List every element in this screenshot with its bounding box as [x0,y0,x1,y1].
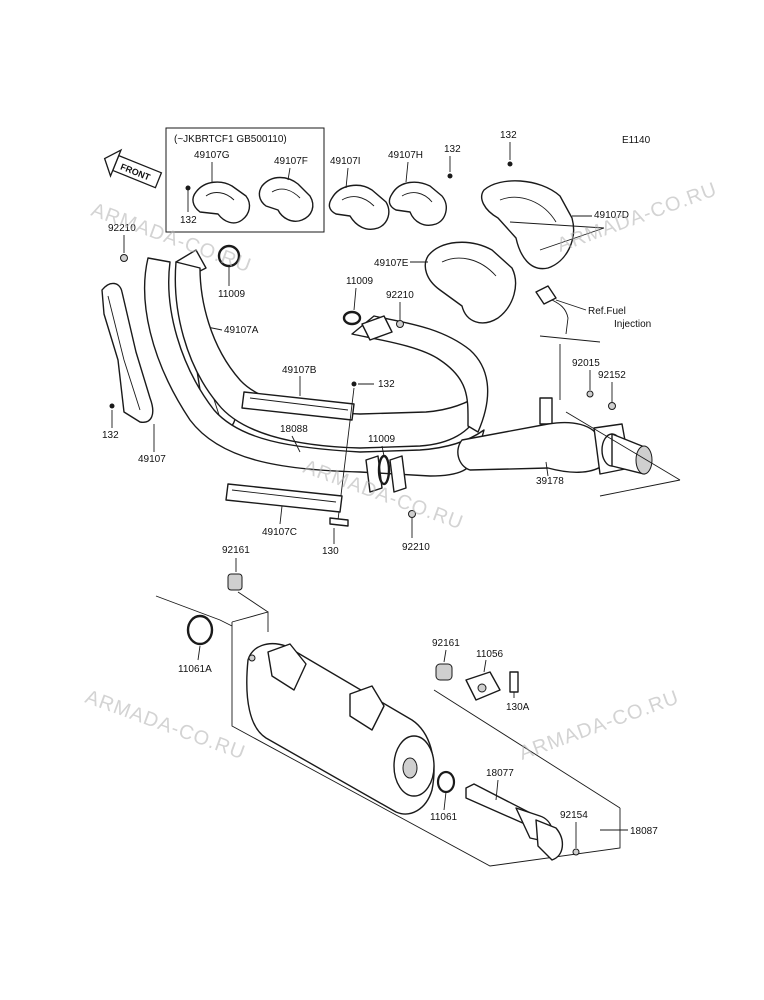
gasket-11061 [436,770,456,794]
bolt-132-mid [351,381,357,387]
bolt-130A [509,671,519,693]
label-39178: 39178 [536,476,564,487]
label-92152: 92152 [598,370,626,381]
variant-note: (~JKBRTCF1 GB500110) [174,134,287,145]
bolt-92154 [572,848,580,856]
label-49107C: 49107C [262,527,297,538]
tail-pipe-18077 [465,783,563,861]
nut-92210-b [396,320,404,328]
label-92210-b: 92210 [386,290,414,301]
heat-guard-49107 [101,282,154,423]
nut-92210-c [408,510,416,518]
bolt-132-h [447,173,453,179]
label-49107A: 49107A [224,325,259,336]
variant-group-box [165,127,325,233]
sensor-boss [539,397,553,425]
label-11061A: 11061A [178,664,212,675]
flange-mid [365,455,383,493]
flange-front [361,315,393,341]
label-11009-c: 11009 [368,434,396,445]
heat-guard-49107I [328,184,390,230]
front-arrow: FRONT [103,148,163,189]
label-92161-a: 92161 [222,545,250,556]
label-18077: 18077 [486,768,514,779]
heat-guard-49107E [424,241,517,324]
watermark-2: ARMADA-CO.RU [554,178,720,256]
nut-92210-a [120,254,128,262]
label-132-top: 132 [500,130,517,141]
bolt-130 [329,517,349,527]
ref-note-line1: Ref.Fuel [588,306,626,317]
bolt-132-left [109,403,115,409]
bracket-11056 [465,671,501,701]
oxygen-sensor [535,285,569,335]
clamp-mid [389,455,407,493]
nut-92152 [608,402,616,410]
label-92210-a: 92210 [108,223,136,234]
label-92015: 92015 [572,358,600,369]
label-49107E: 49107E [374,258,409,269]
heat-guard-49107C [225,483,343,513]
label-18088: 18088 [280,424,308,435]
label-18087: 18087 [630,826,658,837]
label-130: 130 [322,546,339,557]
label-49107: 49107 [138,454,166,465]
label-49107I: 49107I [330,156,361,167]
ref-note-line2: Injection [614,319,651,330]
bolt-132-box [185,185,191,191]
label-132-box: 132 [180,215,197,226]
label-49107G: 49107G [194,150,230,161]
bolt-132-top [507,161,513,167]
watermark-4: ARMADA-CO.RU [82,686,248,764]
label-92154: 92154 [560,810,588,821]
label-11009-a: 11009 [218,289,246,300]
heat-guard-49107B [241,391,355,421]
gasket-11061A [186,614,214,646]
label-49107B: 49107B [282,365,317,376]
label-92210-c: 92210 [402,542,430,553]
label-132-left: 132 [102,430,119,441]
heat-guard-49107G [192,181,251,224]
gasket-11009-a [217,244,241,268]
heat-guard-49107F [258,176,314,222]
label-49107H: 49107H [388,150,423,161]
label-11056: 11056 [476,649,504,660]
heat-guard-49107H [388,181,447,226]
label-11009-b: 11009 [346,276,374,287]
label-11061: 11061 [430,812,458,823]
label-49107F: 49107F [274,156,308,167]
spacer-92161-b [435,663,453,681]
gasket-11009-b [342,310,362,326]
collector-39178 [457,421,653,475]
label-130A: 130A [506,702,530,713]
nut-92015 [586,390,594,398]
watermark-5: ARMADA-CO.RU [516,686,682,764]
label-49107D: 49107D [594,210,629,221]
label-92161-b: 92161 [432,638,460,649]
muffler-18087 [246,642,435,815]
diagram-code: E1140 [622,135,651,146]
spacer-92161-a [227,573,243,591]
label-132-h: 132 [444,144,461,155]
label-132-mid: 132 [378,379,395,390]
